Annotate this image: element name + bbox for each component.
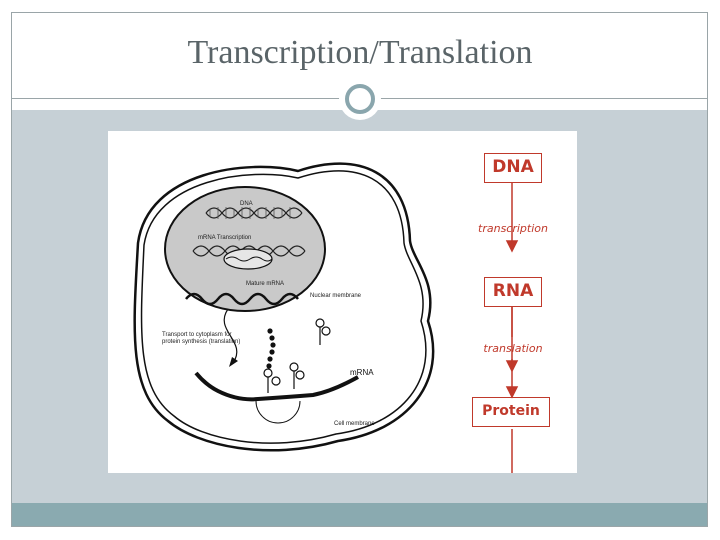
trna-molecules	[263, 318, 331, 393]
ribosome	[255, 400, 301, 424]
cell-membrane-inner	[140, 170, 427, 444]
cytoplasm-mrna-strand	[194, 371, 359, 402]
polypeptide-chain	[266, 328, 276, 369]
flow-label-transcription: transcription	[478, 222, 548, 235]
flow-box-dna: DNA	[484, 153, 542, 183]
dna-helix	[192, 207, 306, 257]
cell-diagram: DNA mRNA Transcription Mature mRNA Nucle…	[133, 162, 519, 473]
flow-box-protein: Protein	[472, 397, 550, 427]
label-nuclear-membrane: Nuclear membrane	[310, 293, 362, 299]
footer-band	[12, 503, 707, 526]
decorative-ring-icon	[339, 78, 381, 120]
mature-mrna-strand	[185, 292, 299, 306]
transcription-bubble	[223, 248, 273, 270]
label-mature-mrna: Mature mRNA	[246, 281, 284, 287]
cell-membrane-outer	[133, 162, 435, 452]
slide-title: Transcription/Translation	[187, 34, 533, 71]
label-transport-2: protein synthesis (translation)	[162, 339, 240, 345]
label-dna: DNA	[240, 201, 253, 207]
label-mrna: mRNA	[350, 368, 374, 377]
transport-arrow	[223, 308, 238, 364]
label-transport-1: Transport to cytoplasm for	[162, 332, 231, 338]
label-mrna-transcription: mRNA Transcription	[198, 235, 251, 241]
flow-box-rna: RNA	[484, 277, 542, 307]
cell-figure: DNA mRNA Transcription Mature mRNA Nucle…	[108, 131, 577, 473]
dna-rungs	[209, 207, 291, 219]
flow-label-translation: translation	[483, 342, 543, 355]
label-cell-membrane: Cell membrane	[334, 421, 375, 427]
